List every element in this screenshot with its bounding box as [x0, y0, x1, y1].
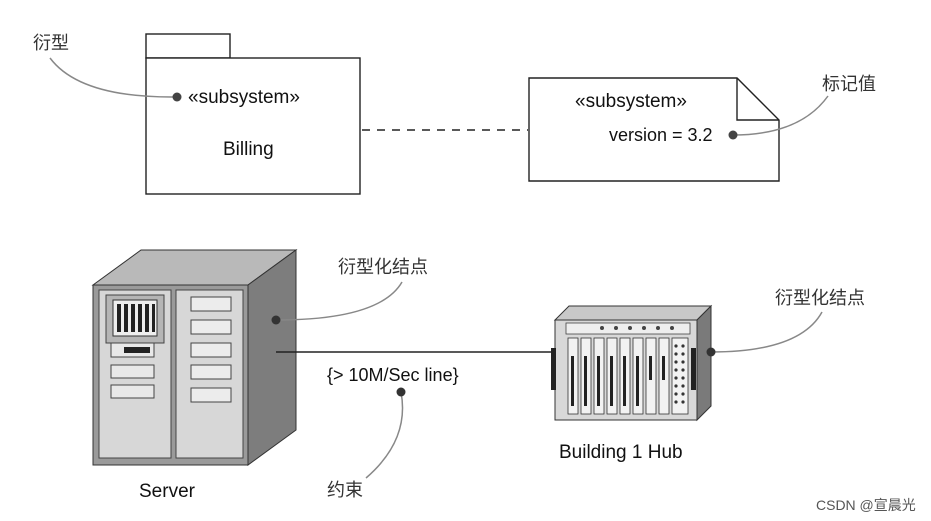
- callout-line-server-node: [275, 281, 403, 321]
- hub-label: Building 1 Hub: [559, 442, 683, 463]
- server-cabinet: [91, 249, 298, 466]
- callout-dot-tagged-value: [728, 130, 738, 140]
- callout-label-tagged-value: 标记值: [822, 74, 876, 95]
- callout-dot-hub-node: [706, 347, 716, 357]
- callout-line-tagged-value: [732, 95, 829, 136]
- callout-dot-stereotype: [172, 92, 182, 102]
- callout-line-hub-node: [710, 311, 823, 353]
- callout-label-server-node: 衍型化结点: [338, 257, 428, 278]
- callout-label-hub-node: 衍型化结点: [775, 288, 865, 309]
- callout-label-stereotype: 衍型: [33, 33, 69, 54]
- callout-line-stereotype: [49, 57, 177, 98]
- package-billing: [145, 33, 361, 195]
- note-subsystem: [528, 77, 780, 182]
- package-stereotype: «subsystem»: [188, 87, 300, 108]
- hub-device: [551, 304, 713, 422]
- package-name: Billing: [223, 139, 274, 160]
- note-tagged-value: version = 3.2: [609, 125, 713, 145]
- callout-dot-server-node: [271, 315, 281, 325]
- note-stereotype: «subsystem»: [575, 91, 687, 112]
- callout-label-constraint: 约束: [327, 480, 363, 501]
- callout-dot-constraint: [396, 387, 406, 397]
- watermark: CSDN @宣晨光: [816, 497, 916, 513]
- callout-line-constraint: [365, 391, 404, 479]
- server-label: Server: [139, 481, 195, 502]
- link-constraint: {> 10M/Sec line}: [327, 365, 459, 385]
